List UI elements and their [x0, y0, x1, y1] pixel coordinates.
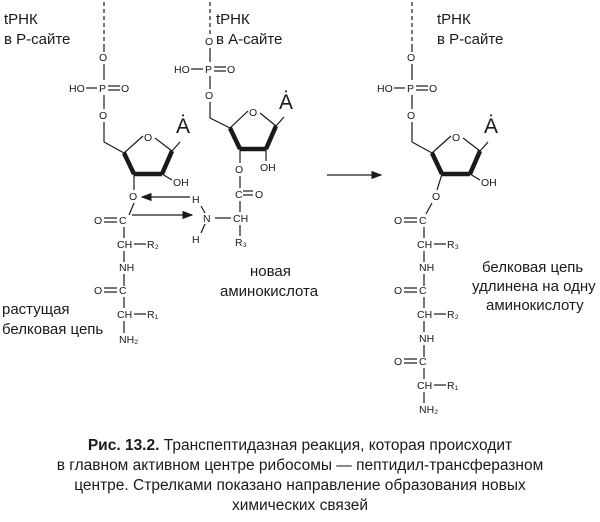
alpha-carbon: CH — [117, 309, 132, 321]
figure-caption: Рис. 13.2. Транспептидазная реакция, кот… — [0, 436, 600, 516]
alpha-carbon: CH — [417, 239, 432, 251]
adenine-base: Ȧ — [176, 115, 190, 138]
caption-line-1: Рис. 13.2. Транспептидазная реакция, кот… — [0, 436, 600, 456]
side-chain-r1: R₁ — [147, 309, 159, 321]
carbonyl-oxygen: O — [394, 356, 402, 368]
adenine-base: Ȧ — [484, 115, 498, 138]
atom-p: P — [205, 64, 212, 76]
side-chain-r3: R₃ — [447, 239, 459, 251]
carbonyl-carbon: C — [419, 215, 427, 227]
growing-chain-label-line1: растущая — [2, 301, 70, 318]
carbonyl-oxygen: O — [255, 189, 263, 201]
amino-nitrogen: N — [203, 213, 211, 225]
carbonyl-carbon: C — [119, 215, 127, 227]
trna-label-line2: в Р-сайте — [4, 31, 70, 48]
amino-hydrogen: H — [192, 234, 200, 246]
ester-oxygen: O — [432, 191, 440, 203]
ring-oxygen: O — [144, 132, 152, 144]
adenine-base: Ȧ — [279, 91, 293, 114]
side-chain-r3: R₃ — [235, 237, 247, 249]
carbonyl-carbon: C — [419, 285, 427, 297]
carbonyl-carbon: C — [119, 285, 127, 297]
atom-o-double: O — [429, 83, 437, 95]
amide-nh: NH — [419, 333, 434, 345]
hydroxyl: OH — [260, 162, 276, 174]
ring-oxygen: O — [249, 107, 257, 119]
atom-o: O — [205, 90, 213, 102]
carbonyl-oxygen: O — [94, 215, 102, 227]
atom-o-double: O — [227, 64, 235, 76]
amino-terminus: NH₂ — [419, 404, 438, 416]
atom-o: O — [407, 52, 415, 64]
hydroxyl: OH — [481, 177, 497, 189]
trna-p-site-left: tРНК в Р-сайте O HO P O O O Ȧ OH O O C — [2, 2, 190, 346]
figure-number: Рис. 13.2. — [87, 437, 160, 454]
carbonyl-carbon: C — [419, 356, 427, 368]
extended-chain-label-line1: белковая цепь — [482, 259, 583, 276]
alpha-carbon: CH — [417, 309, 432, 321]
amino-hydrogen: H — [192, 194, 200, 206]
trna-label-line1: tРНК — [4, 11, 38, 28]
carbonyl-oxygen: O — [394, 285, 402, 297]
amino-terminus: NH₂ — [119, 334, 138, 346]
alpha-carbon: CH — [233, 213, 248, 225]
trna-a-label-line2: в А-сайте — [216, 31, 282, 48]
trna-a-site: tРНК в А-сайте O HO P O O O Ȧ OH O C O C… — [174, 2, 319, 300]
caption-line-3: центре. Стрелками показано направление о… — [74, 477, 526, 494]
trna-a-label-line1: tРНК — [216, 11, 250, 28]
carbonyl-carbon: C — [235, 189, 243, 201]
hydroxyl: OH — [173, 177, 189, 189]
alpha-carbon: CH — [417, 380, 432, 392]
new-amino-acid-label-line2: аминокислота — [220, 283, 319, 300]
atom-p: P — [407, 83, 414, 95]
atom-o: O — [205, 36, 213, 48]
new-amino-acid-label-line1: новая — [250, 263, 291, 280]
caption-text: Транспептидазная реакция, которая происх… — [163, 437, 513, 454]
alpha-carbon: CH — [117, 239, 132, 251]
amide-nh: NH — [419, 262, 434, 274]
side-chain-r2: R₂ — [147, 239, 159, 251]
amide-nh: NH — [119, 262, 134, 274]
carbonyl-oxygen: O — [94, 285, 102, 297]
atom-ho: HO — [377, 83, 393, 95]
ester-oxygen: O — [129, 191, 137, 203]
trna-label-line1: tРНК — [437, 11, 471, 28]
ring-oxygen: O — [452, 132, 460, 144]
caption-line-4: химических связей — [231, 497, 369, 514]
atom-p: P — [99, 83, 106, 95]
atom-ho: HO — [174, 64, 190, 76]
growing-chain-label-line2: белковая цепь — [2, 321, 103, 338]
atom-ho: HO — [69, 83, 85, 95]
ester-oxygen: O — [235, 164, 243, 176]
trna-p-site-right: tРНК в Р-сайте O HO P O O O Ȧ OH O O C C… — [377, 2, 596, 416]
carbonyl-oxygen: O — [394, 215, 402, 227]
extended-chain-label-line2: удлинена на одну — [472, 278, 596, 295]
atom-o-double: O — [121, 83, 129, 95]
atom-o: O — [99, 52, 107, 64]
extended-chain-label-line3: аминокислоту — [486, 297, 584, 314]
atom-o: O — [99, 110, 107, 122]
side-chain-r2: R₂ — [447, 309, 459, 321]
atom-o: O — [407, 110, 415, 122]
trna-label-line2: в Р-сайте — [437, 31, 503, 48]
caption-line-2: в главном активном центре рибосомы — пеп… — [56, 457, 544, 474]
side-chain-r1: R₁ — [447, 380, 459, 392]
